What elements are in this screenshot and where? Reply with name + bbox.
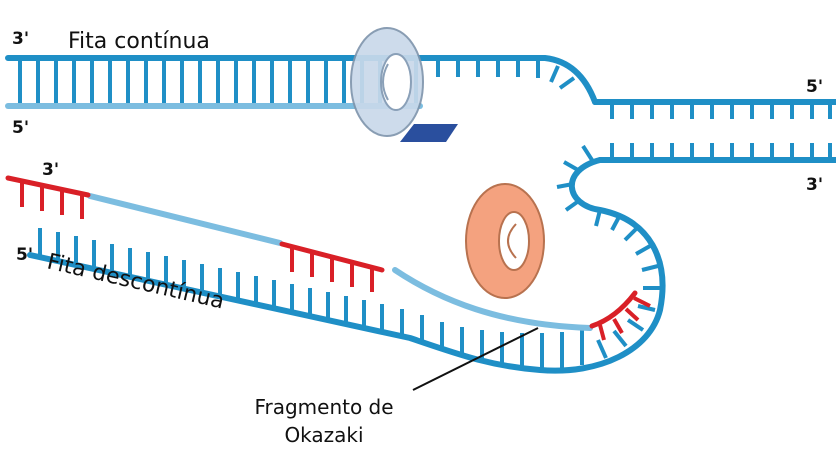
enzyme-fragment: [400, 124, 458, 142]
end-label-right-3: 3': [806, 175, 823, 195]
parental-duplex: [592, 99, 836, 163]
end-label-top-left-3: 3': [12, 29, 29, 49]
label-okazaki-line2: Okazaki: [284, 423, 363, 447]
label-continuous-strand: Fita contínua: [68, 29, 210, 54]
lagging-sliding-clamp: [465, 183, 545, 299]
end-label-lagging-5: 5': [16, 245, 33, 265]
end-label-right-5: 5': [806, 77, 823, 97]
end-label-lagging-3: 3': [42, 160, 59, 180]
lagging-strand: [5, 144, 666, 374]
end-label-top-left-5: 5': [12, 118, 29, 138]
label-lagging-strand: Fita descontínua: [45, 249, 227, 314]
label-okazaki-line1: Fragmento de: [254, 395, 393, 419]
okazaki-leader-line: [412, 327, 539, 391]
leading-sliding-clamp: [350, 27, 424, 137]
leading-strand: [5, 55, 598, 109]
